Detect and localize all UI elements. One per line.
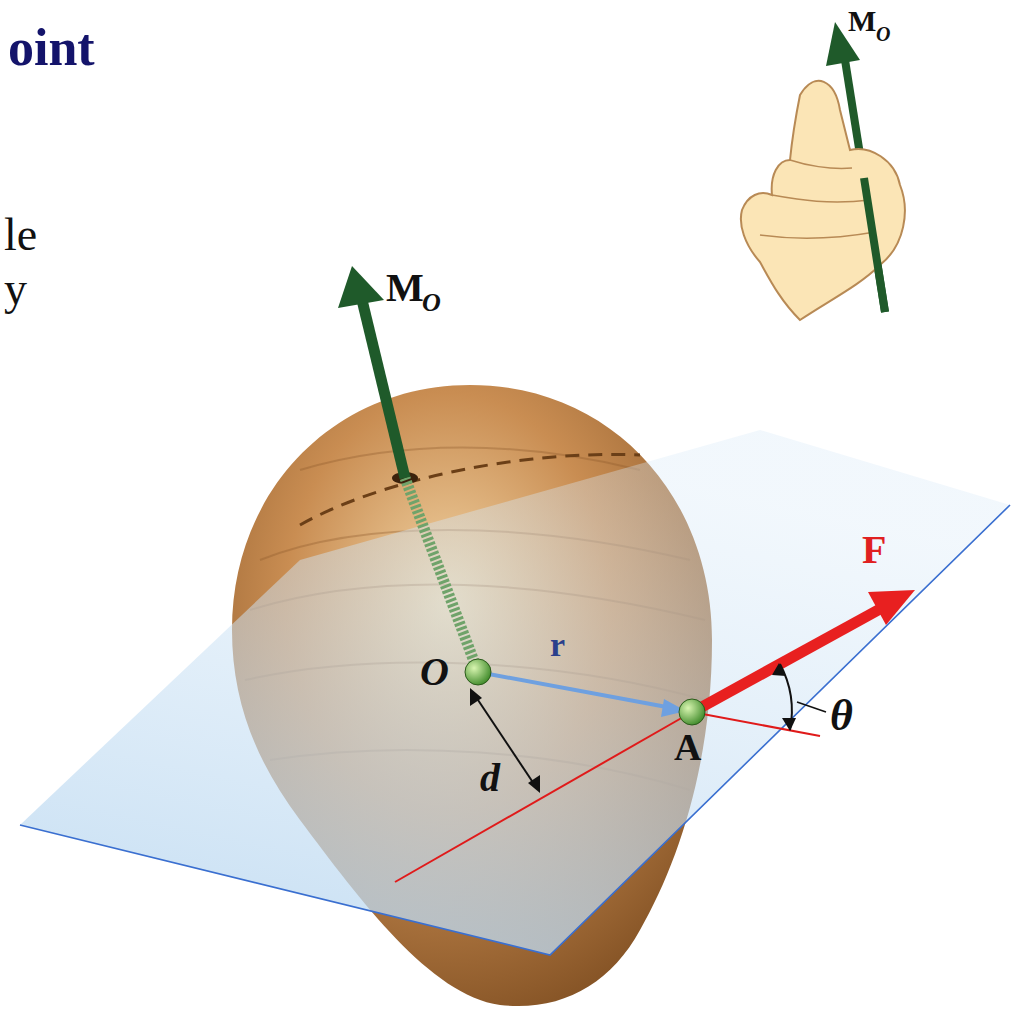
point-o	[465, 659, 491, 685]
moment-symbol: M	[848, 6, 876, 36]
heading: oint	[8, 22, 95, 74]
moment-subscript: O	[876, 24, 890, 44]
heading-fragment: y	[4, 266, 27, 312]
moment-vector	[362, 300, 405, 478]
line-of-action	[395, 712, 692, 882]
force-label: F	[862, 530, 886, 570]
distance-label: d	[480, 758, 500, 798]
right-hand	[741, 22, 905, 320]
vector-label: r	[550, 628, 565, 662]
point-label: A	[674, 728, 701, 766]
moment-subscript: O	[422, 290, 441, 316]
angle-label: θ	[830, 694, 853, 738]
moment-axis-hidden	[405, 478, 478, 672]
force-arrowhead	[868, 590, 915, 625]
plane	[20, 430, 1010, 955]
angle-leader	[797, 702, 826, 712]
position-vector	[478, 672, 672, 708]
point-a	[679, 699, 705, 725]
heading-fragment: le	[4, 212, 37, 258]
moment-symbol: M	[386, 268, 424, 308]
point-label: O	[420, 652, 449, 692]
moment-arrowhead	[338, 266, 384, 308]
r-extension	[692, 712, 820, 736]
